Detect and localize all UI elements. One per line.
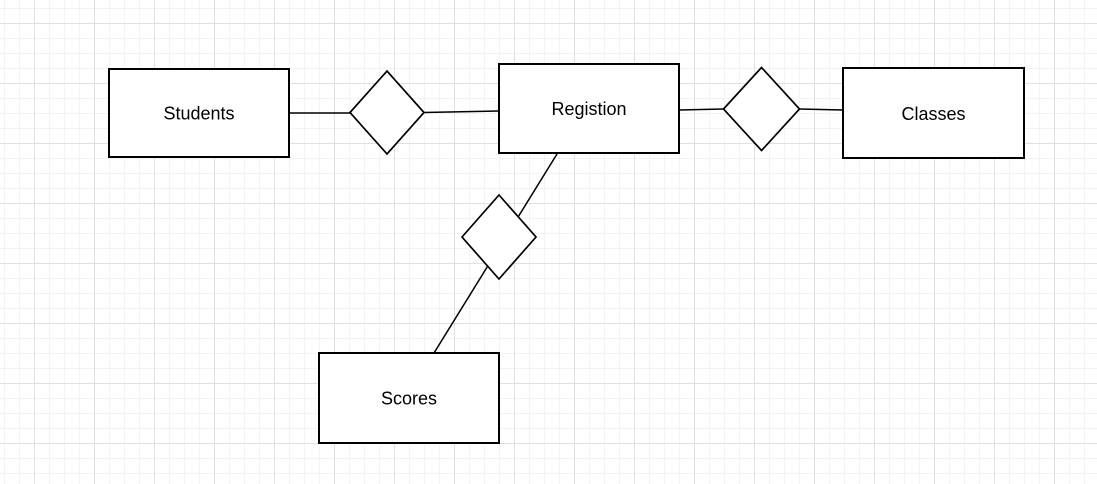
entity-students[interactable]: Students [108,68,290,158]
relationship-registion-classes[interactable] [722,66,801,152]
connector-diamond-registion[interactable] [423,110,500,114]
relationship-registion-scores[interactable] [460,193,538,281]
relationship-students-registion[interactable] [348,69,426,156]
entity-classes[interactable]: Classes [842,67,1025,159]
entity-label: Students [163,104,234,124]
entity-rect[interactable] [842,67,1025,159]
connector-diamond-classes[interactable] [799,108,844,111]
relationship-diamond[interactable] [460,193,538,281]
relationship-diamond[interactable] [722,66,801,152]
entity-rect[interactable] [498,63,680,154]
relationship-diamond[interactable] [348,69,426,156]
entity-scores[interactable]: Scores [318,352,500,444]
connector-registion-diamond[interactable] [678,108,724,111]
entity-label: Registion [551,99,626,119]
entity-rect[interactable] [108,68,290,158]
entity-rect[interactable] [318,352,500,444]
entity-label: Scores [381,389,437,409]
entity-label: Classes [901,104,965,124]
entity-registion[interactable]: Registion [498,63,680,154]
